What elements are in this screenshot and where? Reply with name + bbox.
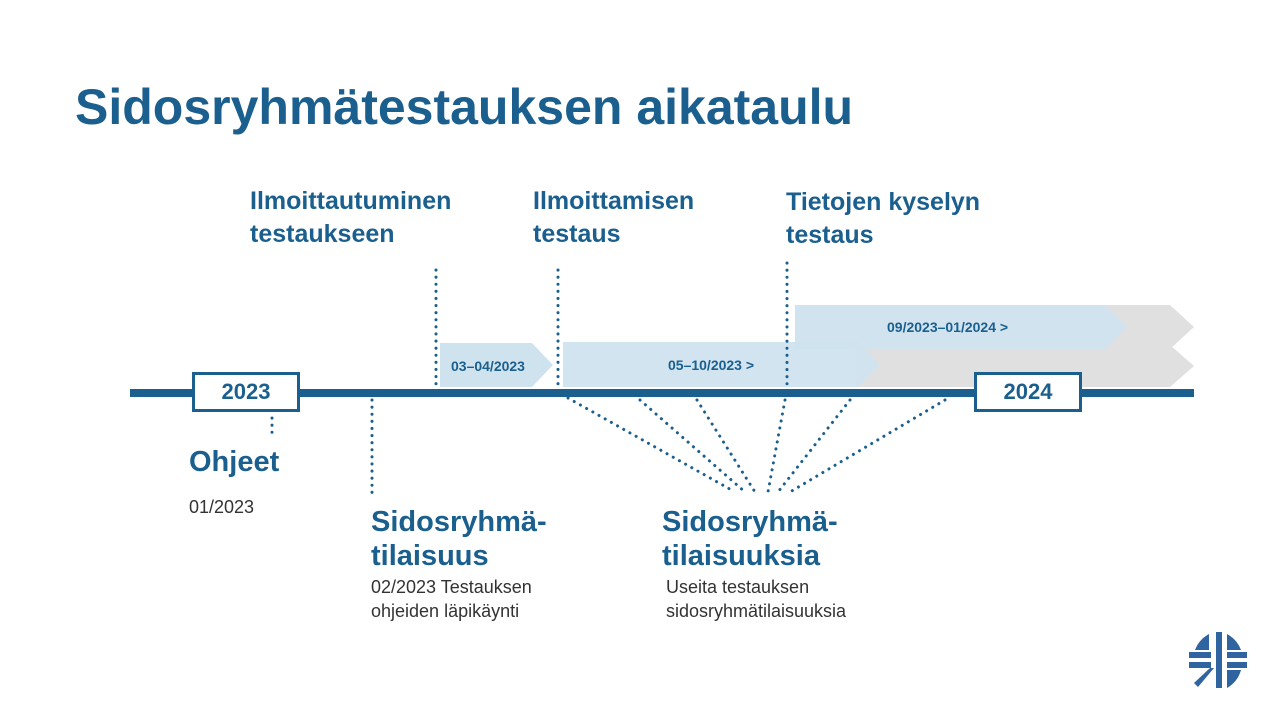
phase-arrow-3 — [795, 305, 1127, 349]
heading-line: tilaisuuksia — [662, 540, 820, 572]
description-line: 02/2023 Testauksen — [371, 577, 532, 597]
phase-label-1: 03–04/2023 — [451, 358, 525, 374]
description-line: ohjeiden läpikäynti — [371, 601, 520, 621]
dotted-connectors — [270, 261, 947, 497]
milestone-stakeholder-event: Sidosryhmä- tilaisuus 02/2023 Testauksen… — [371, 505, 547, 623]
milestone-stakeholder-events: Sidosryhmä- tilaisuuksia Useita testauks… — [662, 505, 846, 623]
milestone-line: Tietojen kyselyn — [786, 188, 981, 216]
milestone-line: testaukseen — [250, 220, 395, 248]
heading-line: tilaisuus — [371, 540, 489, 572]
milestone-registration: Ilmoittautuminen testaukseen — [250, 185, 451, 251]
year-box-2024: 2024 — [974, 372, 1082, 412]
milestone-line: Ilmoittautuminen — [250, 187, 452, 215]
timeline-bar — [130, 389, 1194, 397]
heading-line: Sidosryhmä- — [371, 506, 547, 538]
logo — [1189, 632, 1247, 688]
description-line: sidosryhmätilaisuuksia — [666, 601, 847, 621]
phase-label-3: 09/2023–01/2024 > — [887, 319, 1009, 335]
milestone-instructions-date: 01/2023 — [189, 497, 255, 517]
phase-label-2: 05–10/2023 > — [668, 357, 755, 373]
milestone-line: testaus — [533, 220, 621, 248]
milestone-line: Ilmoittamisen — [533, 187, 695, 215]
page-title: Sidosryhmätestauksen aikataulu — [75, 79, 854, 135]
phase-arrow-2 — [563, 342, 880, 387]
milestone-query-testing: Tietojen kyselyn testaus — [786, 186, 980, 252]
milestone-instructions-heading: Ohjeet — [189, 446, 280, 478]
milestone-line: testaus — [786, 221, 874, 249]
milestone-notification-testing: Ilmoittamisen testaus — [533, 185, 694, 251]
phase-arrow-gray-bottom — [855, 345, 1194, 387]
heading-line: Sidosryhmä- — [662, 506, 838, 538]
phase-arrow-1 — [440, 343, 553, 387]
description-line: Useita testauksen — [666, 577, 810, 597]
year-box-2023: 2023 — [192, 372, 300, 412]
